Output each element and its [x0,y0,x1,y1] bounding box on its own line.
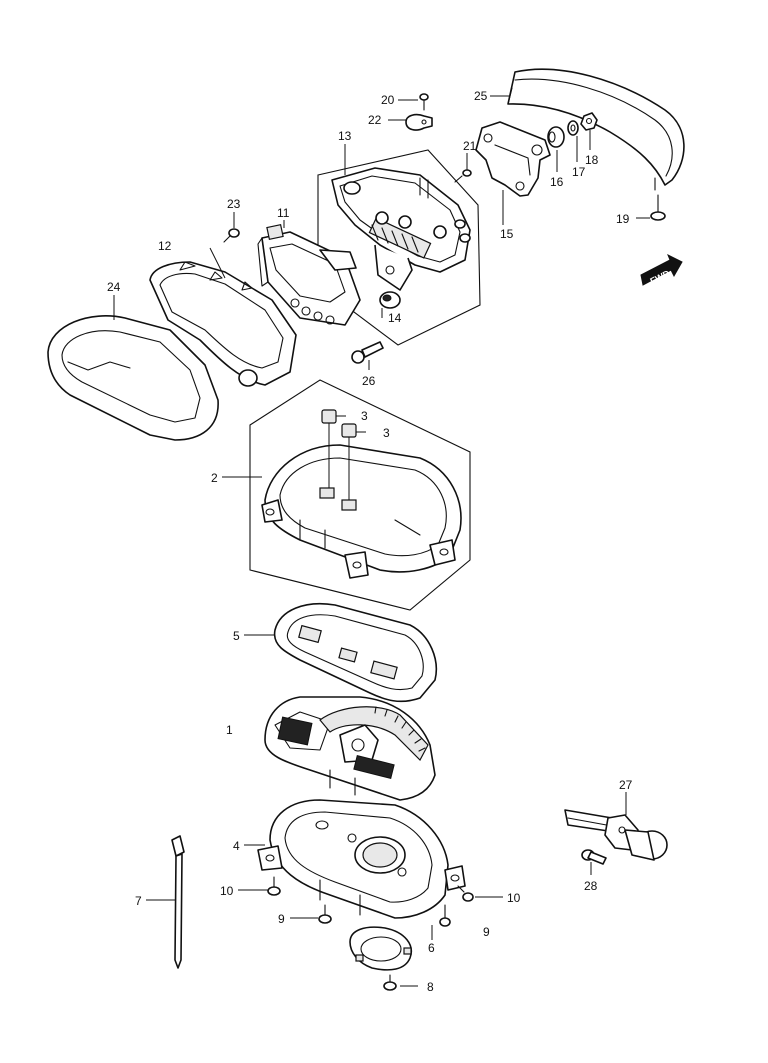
part-19-screw [650,194,666,221]
part-18-nut [580,112,598,131]
callout-7: 7 [135,894,142,908]
callout-labels: 1 2 3 3 4 5 6 7 8 9 9 10 10 11 12 13 14 … [107,89,633,994]
part-13-housing [331,167,471,291]
callout-3a: 3 [361,409,368,423]
part-gasket [349,926,412,971]
callout-9-left: 9 [278,912,285,926]
fwd-arrow-icon: FWD [640,253,683,286]
callout-13: 13 [338,129,352,143]
callout-18: 18 [585,153,599,167]
part-8-screw [383,974,397,991]
part-25-rear-cover [507,68,685,191]
callout-15: 15 [500,227,514,241]
part-11-lcd-panel [257,223,361,326]
part-27-sensor [564,809,668,861]
callout-28: 28 [584,879,598,893]
callout-1: 1 [226,723,233,737]
part-28-screw [581,849,607,865]
group-outline-2 [249,379,471,611]
callout-23: 23 [227,197,241,211]
callout-20: 20 [381,93,395,107]
part-10-screw-left [267,876,281,896]
part-3-damper-b [341,423,357,500]
part-21-screw [454,169,472,183]
callout-24: 24 [107,280,121,294]
part-14-grommet [379,291,401,309]
callout-6: 6 [428,941,435,955]
callout-11: 11 [277,206,290,220]
part-23-screw [223,228,240,243]
part-22-clamp [405,113,433,131]
callout-27: 27 [619,778,633,792]
callout-2: 2 [211,471,218,485]
part-10-screw-right [457,885,474,902]
callout-3b: 3 [383,426,390,440]
part-15-bracket [475,121,551,197]
part-6-screw [439,904,451,927]
part-24-visor [47,315,219,441]
part-26-screw [351,341,384,364]
callout-4: 4 [233,839,240,853]
leader-lines [113,95,650,987]
callout-21: 21 [463,139,477,153]
callout-25: 25 [474,89,488,103]
callout-9-right: 9 [483,925,490,939]
part-17-washer [567,120,579,136]
part-2-lower-case [261,444,462,579]
callout-17: 17 [572,165,586,179]
callout-10-right: 10 [507,891,521,905]
callout-19: 19 [616,212,630,226]
part-1-meter-assembly [264,696,436,801]
callout-5: 5 [233,629,240,643]
part-9-screw-left [318,904,332,924]
callout-16: 16 [550,175,564,189]
part-4-back-cover [257,799,466,919]
callout-12: 12 [158,239,172,253]
callout-22: 22 [368,113,382,127]
part-5-seal [273,603,437,703]
callout-8: 8 [427,980,434,994]
part-16-grommet [547,126,565,148]
part-7-cable-tie [171,835,185,969]
part-12-meter-case [149,261,297,387]
part-20-screw [419,93,429,111]
callout-10-left: 10 [220,884,234,898]
callout-26: 26 [362,374,376,388]
callout-14: 14 [388,311,402,325]
